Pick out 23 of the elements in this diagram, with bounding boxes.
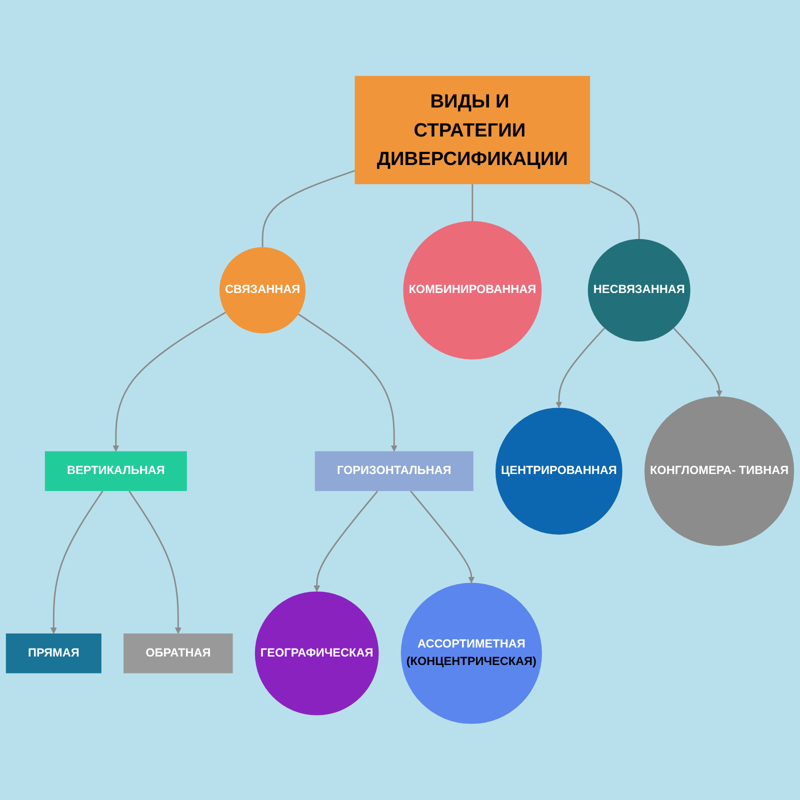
node-box: ПРЯМАЯ xyxy=(6,634,102,674)
node-circle: ЦЕНТРИРОВАННАЯ xyxy=(495,408,622,535)
node-circle: ГЕОГРАФИЧЕСКАЯ xyxy=(254,592,379,716)
node-box: ОБРАТНАЯ xyxy=(124,634,233,674)
arrow xyxy=(112,312,226,452)
arrow xyxy=(50,490,104,634)
arrow xyxy=(410,490,475,584)
node-circle: НЕСВЯЗАННАЯ xyxy=(588,239,690,342)
arrow xyxy=(314,490,378,592)
arrow xyxy=(673,328,723,397)
node-box: ГОРИЗОНТАЛЬНАЯ xyxy=(314,451,474,492)
node-box: ВИДЫ И СТРАТЕГИИ ДИВЕРСИФИКАЦИИ xyxy=(354,76,590,184)
node-box: ВЕРТИКАЛЬНАЯ xyxy=(44,451,187,492)
connector xyxy=(590,180,640,240)
node-circle: КОМБИНИРОВАННАЯ xyxy=(403,221,542,360)
node-circle: АССОРТИМЕТНАЯ (КОНЦЕНТРИЧЕСКАЯ) xyxy=(400,582,542,724)
arrow xyxy=(298,314,398,452)
connector xyxy=(472,184,474,222)
node-circle: КОНГЛОМЕРА- ТИВНАЯ xyxy=(644,396,794,546)
node-circle: СВЯЗАННАЯ xyxy=(219,247,306,334)
connector xyxy=(262,170,356,248)
arrow xyxy=(556,328,606,408)
arrow xyxy=(128,490,182,634)
